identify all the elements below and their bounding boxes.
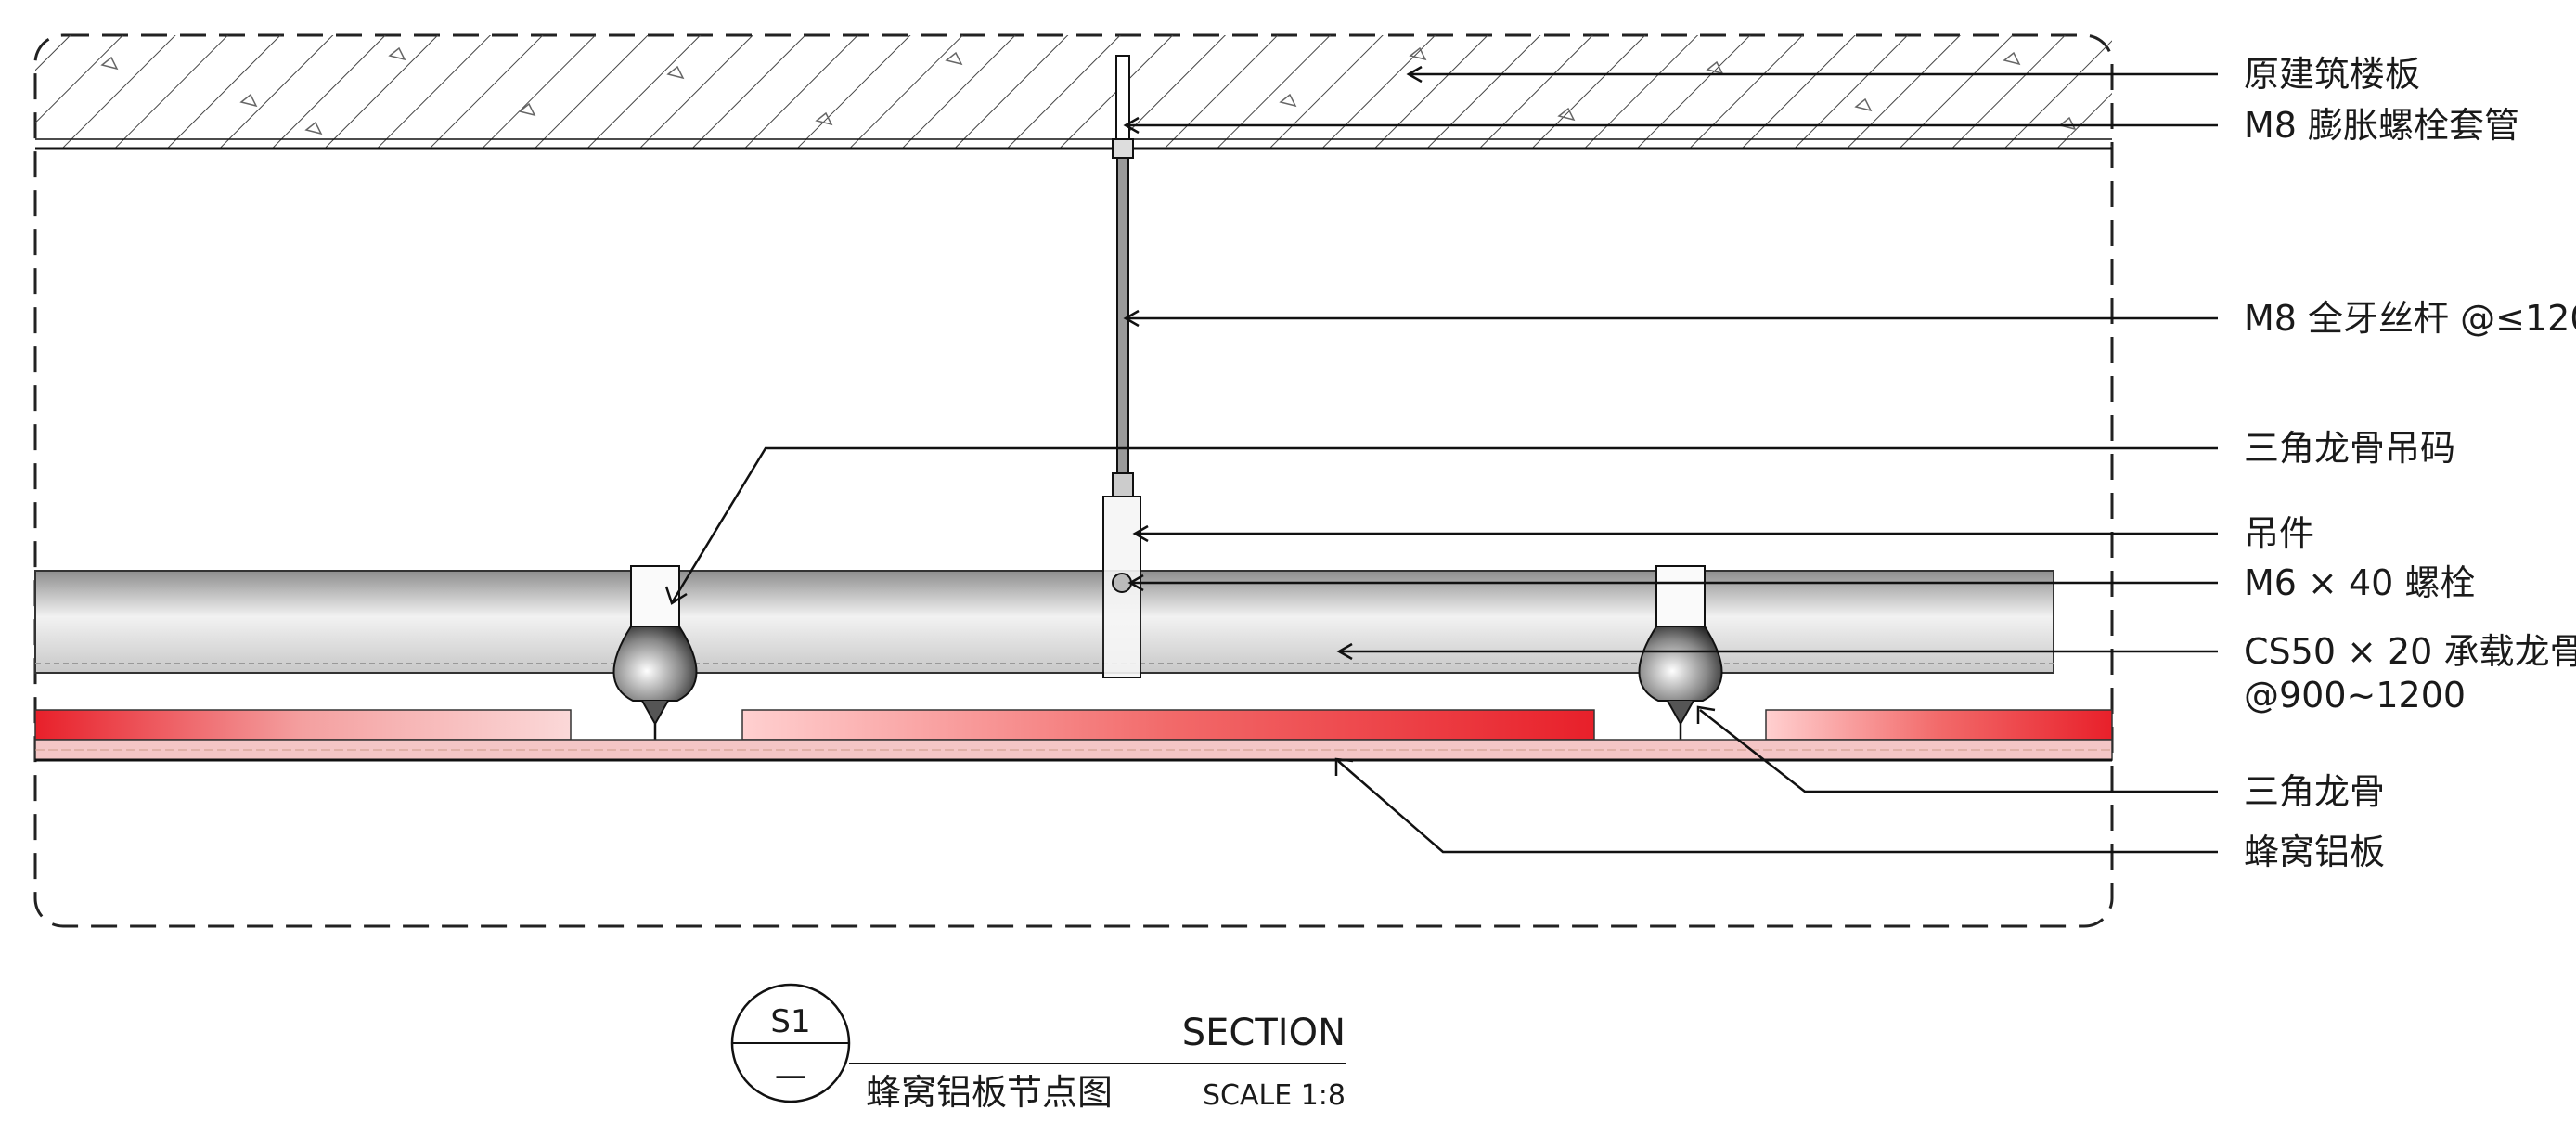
callout-labels: 原建筑楼板 M8 膨胀螺栓套管 M8 全牙丝杆 @≤1200 三角龙骨吊码 吊件… <box>2244 54 2576 872</box>
callout-panel: 蜂窝铝板 <box>2244 832 2385 872</box>
leader-lines <box>664 65 2218 854</box>
title-tag-bottom: 一 <box>775 1061 806 1098</box>
callout-sleeve: M8 膨胀螺栓套管 <box>2244 105 2519 146</box>
title-block: S1 一 SECTION 蜂窝铝板节点图 SCALE 1:8 <box>730 983 1346 1113</box>
honeycomb-panel <box>34 709 2113 762</box>
callout-rod: M8 全牙丝杆 @≤1200 <box>2244 298 2576 339</box>
callout-keel: 三角龙骨 <box>2244 771 2385 812</box>
title-tag-top: S1 <box>770 1003 810 1040</box>
concrete-slab <box>35 35 2112 150</box>
callout-channel-spacing: @900~1200 <box>2244 675 2466 716</box>
keel-clip-right <box>1638 565 1723 756</box>
bearing-channel <box>34 570 2054 674</box>
callout-slab: 原建筑楼板 <box>2244 54 2420 95</box>
detail-boundary <box>33 33 2114 928</box>
title-scale: SCALE 1:8 <box>1203 1079 1346 1112</box>
callout-channel: CS50 × 20 承载龙骨 <box>2244 631 2576 672</box>
callout-bolt: M6 × 40 螺栓 <box>2244 562 2475 603</box>
callout-hanger: 吊件 <box>2244 513 2314 554</box>
title-section: SECTION <box>1182 1012 1346 1054</box>
callout-clip: 三角龙骨吊码 <box>2244 428 2455 469</box>
title-name: 蜂窝铝板节点图 <box>866 1072 1113 1113</box>
